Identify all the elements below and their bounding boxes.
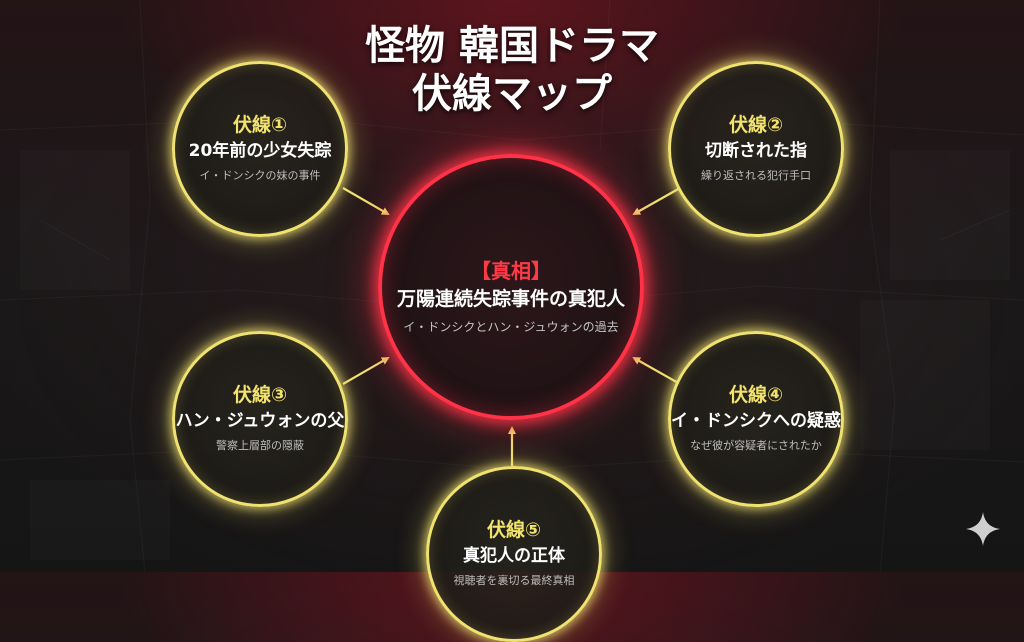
clue-subtitle: 警察上層部の隠蔽 [216,439,304,452]
connector-arrows [342,187,681,466]
clue-node-5: 伏線⑤ 真犯人の正体 視聴者を裏切る最終真相 [426,466,602,642]
clue-subtitle: なぜ彼が容疑者にされたか [690,439,822,452]
page-title-line-2: 伏線マップ [412,71,612,117]
clue-node-3: 伏線③ ハン・ジュウォンの父 警察上層部の隠蔽 [172,331,348,507]
arrow-clue-2 [632,187,681,215]
clue-node-1: 伏線① 20年前の少女失踪 イ・ドンシクの妹の事件 [172,61,348,237]
sparkle-icon [966,512,1000,546]
clue-label: 伏線② [728,114,784,136]
clue-subtitle: イ・ドンシクの妹の事件 [199,169,321,182]
center-title: 万陽連続失踪事件の真犯人 [396,288,625,310]
clue-subtitle: 視聴者を裏切る最終真相 [453,574,575,587]
clue-node-2: 伏線② 切断された指 繰り返される犯行手口 [668,61,844,237]
clue-node-4: 伏線④ イ・ドンシクへの疑惑 なぜ彼が容疑者にされたか [668,331,844,507]
arrow-clue-3 [342,356,390,385]
clue-title: 切断された指 [705,141,807,161]
arrow-clue-4 [632,357,681,385]
clue-title: 20年前の少女失踪 [188,141,332,161]
clue-title: イ・ドンシクへの疑惑 [671,411,841,431]
clue-label: 伏線③ [232,384,288,406]
clue-title: 真犯人の正体 [463,546,565,566]
center-label: 【真相】 [471,259,551,283]
clue-subtitle: 繰り返される犯行手口 [701,169,811,182]
arrow-clue-1 [342,187,390,216]
page-title-line-1: 怪物 韓国ドラマ [365,23,659,69]
clue-title: ハン・ジュウォンの父 [175,411,345,431]
clue-label: 伏線① [232,114,288,136]
truth-center-node: 【真相】 万陽連続失踪事件の真犯人 イ・ドンシクとハン・ジュウォンの過去 [378,154,644,420]
clue-label: 伏線④ [728,384,784,406]
clue-label: 伏線⑤ [486,519,542,541]
center-subtitle: イ・ドンシクとハン・ジュウォンの過去 [403,320,619,334]
